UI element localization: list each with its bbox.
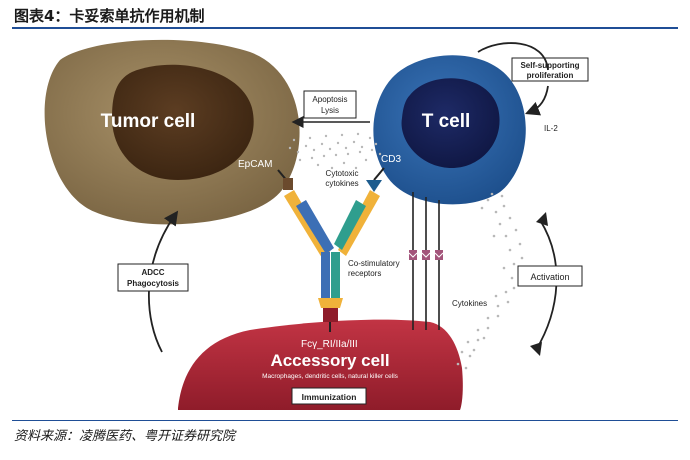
bottom-rule (12, 420, 678, 421)
apoptosis-lysis-box: Apoptosis Lysis (303, 90, 357, 119)
fc-receptor-label: Fcγ_RI/IIa/III (301, 339, 358, 350)
cytokine-dots-upper (288, 132, 382, 170)
svg-text:Self-supporting: Self-supporting (520, 61, 579, 70)
t-cell-label: T cell (422, 111, 471, 132)
tumor-cell-label: Tumor cell (101, 111, 196, 132)
activation-box: Activation (517, 265, 583, 287)
source-note: 资料来源：凌腾医药、粤开证券研究院 (14, 429, 236, 444)
cytokine-dots-right (456, 192, 524, 370)
proliferation-arrow (477, 42, 549, 112)
svg-text:proliferation: proliferation (527, 71, 574, 80)
svg-text:Immunization: Immunization (302, 392, 357, 402)
svg-text:Apoptosis: Apoptosis (312, 95, 347, 104)
self-supporting-box: Self-supporting proliferation (511, 57, 589, 82)
costim-label-line2: receptors (348, 269, 381, 278)
immunization-box: Immunization (291, 387, 367, 405)
accessory-cell-label: Accessory cell (270, 351, 389, 370)
accessory-cell-subtitle: Macrophages, dendritic cells, natural ki… (262, 373, 399, 380)
costim-receptor-markers (408, 250, 444, 260)
cd3-label: CD3 (381, 154, 401, 165)
adcc-box: ADCC Phagocytosis (117, 263, 189, 292)
tumor-cell-nucleus (112, 64, 254, 180)
bispecific-antibody (277, 167, 385, 332)
t-cell-nucleus (401, 78, 500, 168)
top-rule (12, 27, 678, 29)
cytotoxic-label-line1: Cytotoxic (326, 169, 359, 178)
cytotoxic-label-line2: cytokines (325, 179, 358, 188)
activation-arrowhead-bottom (530, 342, 542, 356)
svg-text:Activation: Activation (530, 272, 569, 282)
svg-text:ADCC: ADCC (141, 268, 164, 277)
figure-heading: 图表4：卡妥索单抗作用机制 (14, 7, 205, 25)
svg-text:Phagocytosis: Phagocytosis (127, 279, 180, 288)
epcam-label: EpCAM (238, 159, 272, 170)
il2-label: IL-2 (544, 124, 558, 133)
svg-text:Lysis: Lysis (321, 106, 339, 115)
activation-arrowhead-top (536, 212, 548, 226)
accessory-cell-body (178, 319, 463, 410)
cytokines-label: Cytokines (452, 299, 487, 308)
costim-label-line1: Co-stimulatory (348, 259, 400, 268)
